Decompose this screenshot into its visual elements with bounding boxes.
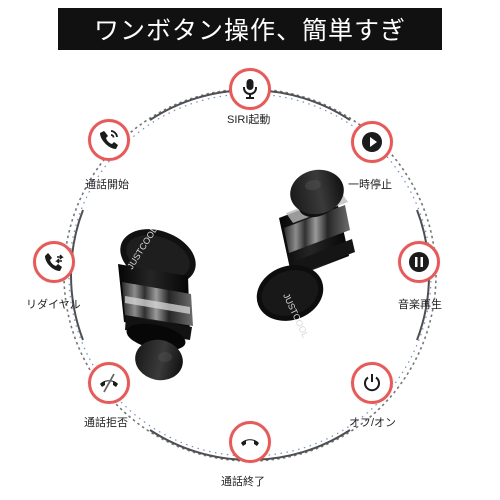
siri-label: SIRI起動 <box>227 114 271 126</box>
redial-badge <box>33 241 75 283</box>
pause-badge <box>351 121 393 163</box>
call-reject-badge <box>88 362 130 404</box>
title-banner: ワンボタン操作、簡単すぎ <box>58 8 442 50</box>
music-play-badge <box>398 241 440 283</box>
reject-call-icon <box>100 373 118 393</box>
power-badge <box>351 362 393 404</box>
power-icon <box>364 374 380 392</box>
power-label: オフ/オン <box>349 417 397 429</box>
hang-up-icon <box>241 439 259 446</box>
phone-ringing-icon <box>100 130 118 149</box>
banner-title: ワンボタン操作、簡単すぎ <box>93 17 406 45</box>
call-reject-label: 通話拒否 <box>84 417 128 429</box>
call-start-label: 通話開始 <box>85 179 129 191</box>
siri-badge <box>229 68 271 110</box>
call-end-badge <box>229 421 271 463</box>
music-play-label: 音楽再生 <box>398 299 442 311</box>
redial-icon <box>45 253 64 271</box>
pause-icon <box>409 252 429 272</box>
microphone-icon <box>243 79 257 99</box>
call-start-badge <box>88 119 130 161</box>
pause-label: 一時停止 <box>348 179 392 191</box>
play-icon <box>362 132 382 152</box>
redial-label: リダイヤル <box>26 299 81 311</box>
call-end-label: 通話終了 <box>221 476 265 488</box>
